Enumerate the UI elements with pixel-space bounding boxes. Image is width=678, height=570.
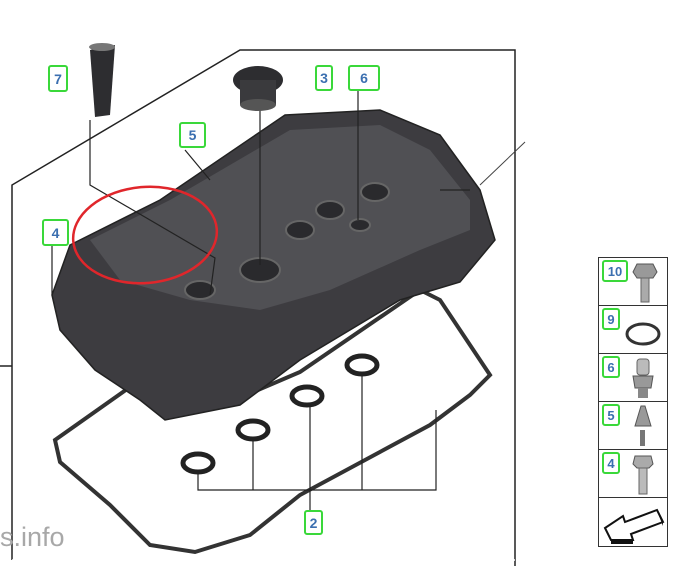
red-highlight-circle	[71, 185, 219, 285]
legend-item-4[interactable]: 4	[599, 450, 667, 498]
parts-legend: 10 9 6 5 4	[598, 257, 668, 547]
legend-callout: 9	[602, 308, 620, 330]
callout-2[interactable]: 2	[304, 510, 323, 535]
bolt-icon	[632, 455, 654, 495]
dipstick-tube	[89, 43, 115, 117]
frame-outline	[0, 49, 526, 566]
cover-ports	[184, 182, 390, 300]
legend-arrow-cell[interactable]	[599, 498, 667, 548]
legend-callout: 4	[602, 452, 620, 474]
oil-filler-cap	[233, 66, 283, 111]
callout-5[interactable]: 5	[179, 122, 206, 148]
callout-6[interactable]: 6	[348, 65, 380, 91]
watermark: s.info	[0, 522, 65, 552]
legend-item-6[interactable]: 6	[599, 354, 667, 402]
callout-4[interactable]: 4	[42, 219, 69, 246]
legend-item-10[interactable]: 10	[599, 258, 667, 306]
legend-callout: 10	[602, 260, 628, 282]
callout-7[interactable]: 7	[48, 65, 68, 92]
stud-icon	[632, 358, 654, 398]
legend-callout: 5	[602, 404, 620, 426]
camshaft-seal-rings	[180, 353, 380, 475]
bolt-icon	[632, 263, 658, 303]
legend-item-5[interactable]: 5	[599, 402, 667, 450]
legend-item-9[interactable]: 9	[599, 306, 667, 354]
legend-callout: 6	[602, 356, 620, 378]
leader-lines	[51, 90, 470, 512]
arrow-icon	[603, 508, 665, 544]
pin-icon	[634, 405, 652, 446]
callout-3[interactable]: 3	[315, 65, 333, 91]
valve-cover-top	[90, 125, 470, 310]
ring-icon	[625, 322, 661, 346]
